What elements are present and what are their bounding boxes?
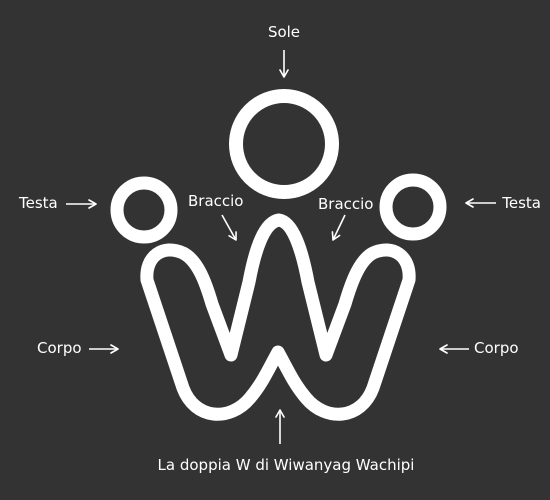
label-testa-right: Testa <box>502 194 541 212</box>
label-sole: Sole <box>267 23 301 41</box>
label-corpo-left: Corpo <box>37 339 82 357</box>
arrow-arm-left <box>221 214 237 241</box>
label-corpo-right: Corpo <box>474 339 519 357</box>
head-left-circle <box>110 176 178 244</box>
caption: La doppia W di Wiwanyag Wachipi <box>157 456 415 474</box>
label-braccio-left: Braccio <box>188 192 244 210</box>
double-w-shape <box>140 213 416 421</box>
head-right-circle <box>379 173 447 241</box>
sun-circle <box>229 89 339 199</box>
label-braccio-right: Braccio <box>318 195 374 213</box>
arrow-arm-right <box>331 214 346 241</box>
label-testa-left: Testa <box>19 194 58 212</box>
